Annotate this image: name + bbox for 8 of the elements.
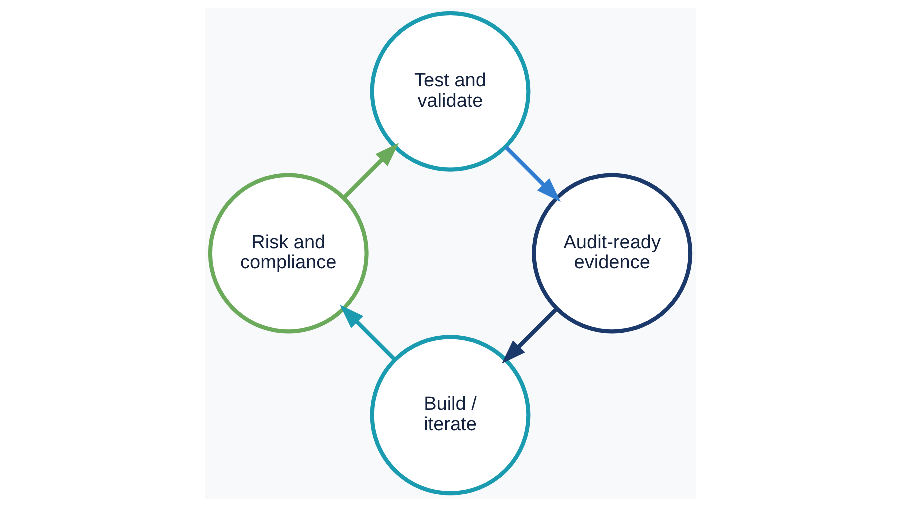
node-circle: Audit-ready evidence [532, 173, 692, 334]
arrow [342, 143, 399, 200]
arrow [501, 308, 558, 364]
arrow [504, 146, 560, 202]
node-circle: Risk and compliance [208, 173, 368, 334]
node-circle: Build / iterate [370, 335, 530, 496]
arrow [340, 304, 396, 362]
node-circle: Test and validate [370, 11, 530, 172]
